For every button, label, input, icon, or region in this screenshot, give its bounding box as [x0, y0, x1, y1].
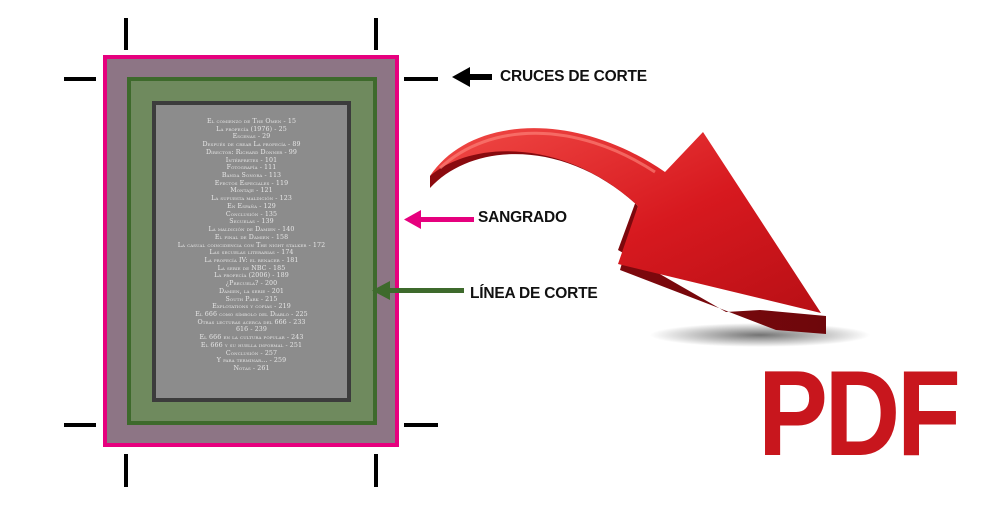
toc-line: ¿Precuela? - 200 — [225, 280, 278, 288]
toc-line: 616 - 239 — [235, 326, 268, 334]
trim-line-label: LÍNEA DE CORTE — [470, 285, 598, 302]
toc-line: La profecía (1976) - 25 — [216, 125, 287, 133]
toc-line: La serie de NBC - 185 — [217, 264, 286, 272]
crop-mark-right-bottom — [404, 423, 438, 427]
toc-line: La profecía (2006) - 189 — [214, 272, 289, 280]
curved-red-3d-arrow-icon — [430, 128, 870, 347]
toc-line: El 666 en la cultura popular - 243 — [199, 334, 304, 342]
toc-line: Conclusión - 257 — [225, 349, 278, 357]
arrow-left-magenta-icon — [404, 210, 474, 229]
toc-line: Fotografía - 111 — [226, 164, 277, 172]
crop-mark-right-top — [404, 77, 438, 81]
toc-line: Banda Sonora - 113 — [221, 172, 282, 180]
toc-line: La casual coincidencia con The night sta… — [177, 241, 326, 249]
crop-mark-top-left — [124, 18, 128, 50]
toc-line: El 666 como símbolo del Diablo - 225 — [195, 310, 308, 318]
bleed-label: SANGRADO — [478, 209, 567, 226]
toc-line: Director: Richard Donner - 99 — [206, 148, 297, 156]
toc-line: Después de crear La profecía - 89 — [202, 141, 301, 149]
toc-line: El 666 y su huella informal - 251 — [200, 341, 303, 349]
pdf-label: PDF — [758, 345, 961, 481]
crop-mark-top-right — [374, 18, 378, 50]
toc-line: Explotations y copias - 219 — [212, 303, 291, 311]
toc-line: Damien, la serie - 201 — [218, 287, 285, 295]
toc-line: Notas - 261 — [233, 365, 270, 372]
toc-line: Conclusión - 135 — [225, 210, 278, 218]
toc-line: El final de Damien - 158 — [214, 233, 289, 241]
toc-line: El comienzo de The Omen - 15 — [206, 118, 297, 125]
toc-line: Las secuelas literarias - 174 — [209, 249, 294, 257]
crop-mark-bottom-left — [124, 454, 128, 487]
crop-mark-bottom-right — [374, 454, 378, 487]
toc-line: South Park - 215 — [225, 295, 278, 303]
toc-line: En España - 129 — [227, 202, 276, 210]
toc-line: Secuelas - 139 — [229, 218, 274, 226]
toc-line: Otras lecturas acerca del 666 - 233 — [197, 318, 306, 326]
toc-line: Escenas - 29 — [232, 133, 271, 141]
toc-line: Y para terminar... - 259 — [216, 357, 287, 365]
arrow-left-black-icon — [452, 67, 492, 87]
crop-mark-left-top — [64, 77, 96, 81]
toc-line: Montaje - 121 — [230, 187, 273, 195]
crop-marks-label: CRUCES DE CORTE — [500, 68, 647, 85]
toc-line: La profecía IV: el renacer - 181 — [204, 256, 299, 264]
toc-line: Intérpretes - 101 — [225, 156, 278, 164]
crop-mark-left-bottom — [64, 423, 96, 427]
arrow-left-green-icon — [372, 281, 464, 300]
toc-line: Efectos Especiales - 119 — [214, 179, 289, 187]
live-area — [152, 101, 351, 402]
toc-line: La maldición de Damien - 140 — [208, 226, 295, 234]
toc-line: La supuesta maldición - 123 — [211, 195, 292, 203]
